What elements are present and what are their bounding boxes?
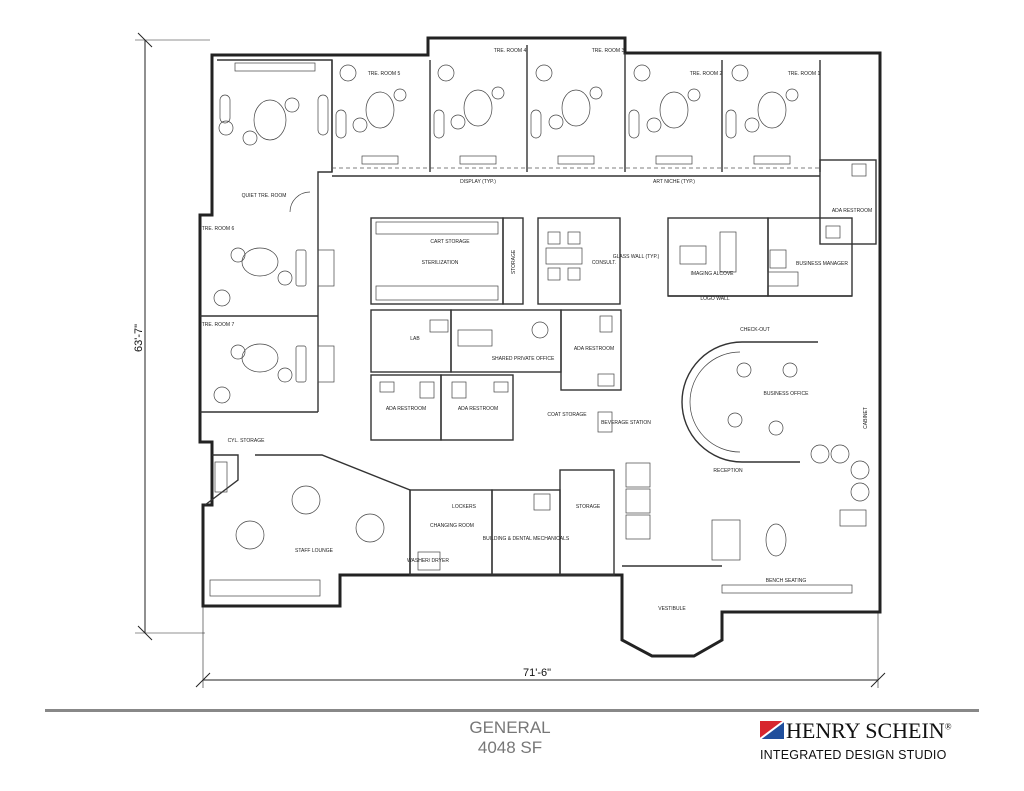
coat-storage-label: COAT STORAGE <box>547 412 587 418</box>
lab-office-block: LAB SHARED PRIVATE OFFICE ADA RESTROOM <box>370 309 622 391</box>
ada-restroom-top-label: ADA RESTROOM <box>832 208 872 214</box>
brand-name: HENRY SCHEIN® <box>786 718 952 744</box>
business-office: CHECK-OUT BUSINESS OFFICE CABINET <box>681 327 869 463</box>
lab-label: LAB <box>410 336 420 342</box>
ada-restroom-right-label: ADA RESTROOM <box>458 406 498 412</box>
consult-room: CONSULT. GLASS WALL (TYP.) <box>537 217 660 305</box>
glass-wall-label: GLASS WALL (TYP.) <box>613 254 660 260</box>
sterilization-area: CART STORAGE STERILIZATION STORAGE <box>370 217 524 305</box>
exterior-walls <box>198 36 882 658</box>
cart-storage-label: CART STORAGE <box>430 239 470 245</box>
imaging-and-manager: IMAGING ALCOVE BUSINESS MANAGER LOGO WAL… <box>667 217 853 302</box>
tre-room-7-label: TRE. ROOM 7 <box>202 322 235 328</box>
mechanicals-label: BUILDING & DENTAL MECHANICALS <box>483 536 570 542</box>
staff-lounge-label: STAFF LOUNGE <box>295 548 334 554</box>
display-label: DISPLAY (TYP.) <box>460 179 496 185</box>
business-manager-label: BUSINESS MANAGER <box>796 261 848 267</box>
sheet-title: GENERAL 4048 SF <box>440 718 580 758</box>
consult-label: CONSULT. <box>592 260 616 266</box>
flag-icon <box>760 721 784 739</box>
storage-vertical-label: STORAGE <box>511 249 517 274</box>
brand-name-text: HENRY SCHEIN <box>786 718 945 743</box>
staff-lounge: CYL. STORAGE STAFF LOUNGE <box>204 438 411 597</box>
tre-room-4-label: TRE. ROOM 4 <box>494 48 527 54</box>
sterilization-label: STERILIZATION <box>422 260 459 266</box>
coat-beverage: COAT STORAGE BEVERAGE STATION <box>547 411 651 433</box>
quiet-treatment-room: QUIET TRE. ROOM <box>218 62 329 213</box>
sheet-title-line2: 4048 SF <box>477 738 543 757</box>
width-dimension-label: 71'-6" <box>523 667 551 679</box>
shared-private-office-label: SHARED PRIVATE OFFICE <box>492 356 555 362</box>
floor-plan: 63'-7" 71'-6" <box>133 32 886 688</box>
sheet-title-line1: GENERAL <box>469 718 551 737</box>
ada-restrooms-pair: ADA RESTROOM ADA RESTROOM <box>370 374 514 441</box>
changing-room-label: CHANGING ROOM <box>430 523 474 529</box>
tre-room-3-label: TRE. ROOM 3 <box>592 48 625 54</box>
ada-restroom-northeast: ADA RESTROOM <box>819 159 877 245</box>
washer-dryer-label: WASHER/ DRYER <box>407 558 449 564</box>
treatment-rooms-west: TRE. ROOM 6 TRE. ROOM 7 <box>200 215 335 413</box>
quiet-tre-room-label: QUIET TRE. ROOM <box>242 193 287 199</box>
height-dimension-label: 63'-7" <box>133 324 145 352</box>
ada-restroom-left-label: ADA RESTROOM <box>386 406 426 412</box>
tre-room-6-label: TRE. ROOM 6 <box>202 226 235 232</box>
storage-label: STORAGE <box>576 504 601 510</box>
imaging-alcove-label: IMAGING ALCOVE <box>690 271 734 277</box>
cabinet-label: CABINET <box>863 407 869 429</box>
registered-mark: ® <box>944 721 952 732</box>
reception-area: RECEPTION BENCH SEATING <box>625 444 870 594</box>
check-out-label: CHECK-OUT <box>740 327 770 333</box>
ada-restroom-mid-label: ADA RESTROOM <box>574 346 614 352</box>
width-dimension: 71'-6" <box>195 605 886 688</box>
business-office-label: BUSINESS OFFICE <box>763 391 809 397</box>
reception-label: RECEPTION <box>713 468 743 474</box>
treatment-rooms-top <box>331 45 821 177</box>
tre-room-1-label: TRE. ROOM 1 <box>788 71 821 77</box>
beverage-station-label: BEVERAGE STATION <box>601 420 651 426</box>
studio-name: INTEGRATED DESIGN STUDIO <box>760 748 947 762</box>
art-niche-label: ART NICHE (TYP.) <box>653 179 695 185</box>
cyl-storage-label: CYL. STORAGE <box>228 438 266 444</box>
tre-room-5-label: TRE. ROOM 5 <box>368 71 401 77</box>
vestibule: VESTIBULE <box>622 565 722 612</box>
tre-room-2-label: TRE. ROOM 2 <box>690 71 723 77</box>
bench-seating-label: BENCH SEATING <box>766 578 807 584</box>
footer-rule <box>45 709 979 712</box>
lockers-label: LOCKERS <box>452 504 477 510</box>
logo-wall-label: LOGO WALL <box>700 296 729 302</box>
henry-schein-logo: HENRY SCHEIN® INTEGRATED DESIGN STUDIO <box>760 718 980 768</box>
service-rooms: LOCKERS CHANGING ROOM WASHER/ DRYER BUIL… <box>407 469 615 576</box>
vestibule-label: VESTIBULE <box>658 606 686 612</box>
height-dimension: 63'-7" <box>133 32 210 641</box>
